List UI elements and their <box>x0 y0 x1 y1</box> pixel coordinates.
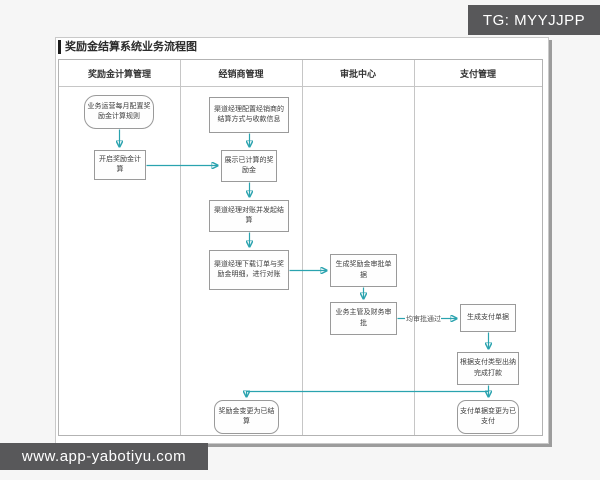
flow-node-paid: 支付单据变更为已支付 <box>457 400 519 434</box>
flow-node-reconcile-start: 渠道经理对账并发起结算 <box>209 200 289 232</box>
flow-node-download-check: 渠道经理下载订单与奖励金明细，进行对账 <box>209 250 289 290</box>
flow-node-gen-payment: 生成支付单据 <box>460 304 516 332</box>
flow-node-start: 业务运营每月配置奖励金计算规则 <box>84 95 154 129</box>
lane-header-bonus-calc: 奖励金计算管理 <box>87 68 151 79</box>
edge-label-approved: 均审批通过 <box>406 316 441 323</box>
lane-divider <box>302 60 303 435</box>
lane-divider <box>414 60 415 435</box>
flow-node-pay-by-type: 根据支付类型出纳完成打款 <box>457 352 519 385</box>
flow-node-show-bonus: 展示已计算的奖励金 <box>221 150 277 182</box>
flow-node-gen-approval: 生成奖励金审批单据 <box>330 254 397 287</box>
flow-node-open-calc: 开启奖励金计算 <box>94 150 146 180</box>
document-panel: 奖励金结算系统业务流程图 奖励金计算管理 经销商管理 审批中心 支付管理 <box>55 37 549 444</box>
lane-header-dealer: 经销商管理 <box>218 68 264 79</box>
page-title: 奖励金结算系统业务流程图 <box>58 40 197 54</box>
telegram-watermark-badge: TG: MYYJJPP <box>468 5 600 35</box>
lane-header-row: 奖励金计算管理 经销商管理 审批中心 支付管理 <box>59 60 542 87</box>
lane-header-payment: 支付管理 <box>459 68 496 79</box>
swimlane-table: 奖励金计算管理 经销商管理 审批中心 支付管理 <box>58 59 543 436</box>
url-watermark-badge: www.app-yabotiyu.com <box>0 443 208 470</box>
lane-divider <box>180 60 181 435</box>
flow-node-config-dealer: 渠道经理配置经销商的结算方式与收款信息 <box>209 97 289 133</box>
flow-node-biz-finance-approve: 业务主管及财务审批 <box>330 302 397 335</box>
flow-node-settled: 奖励金变更为已结算 <box>214 400 279 434</box>
lane-header-approval: 审批中心 <box>339 68 376 79</box>
